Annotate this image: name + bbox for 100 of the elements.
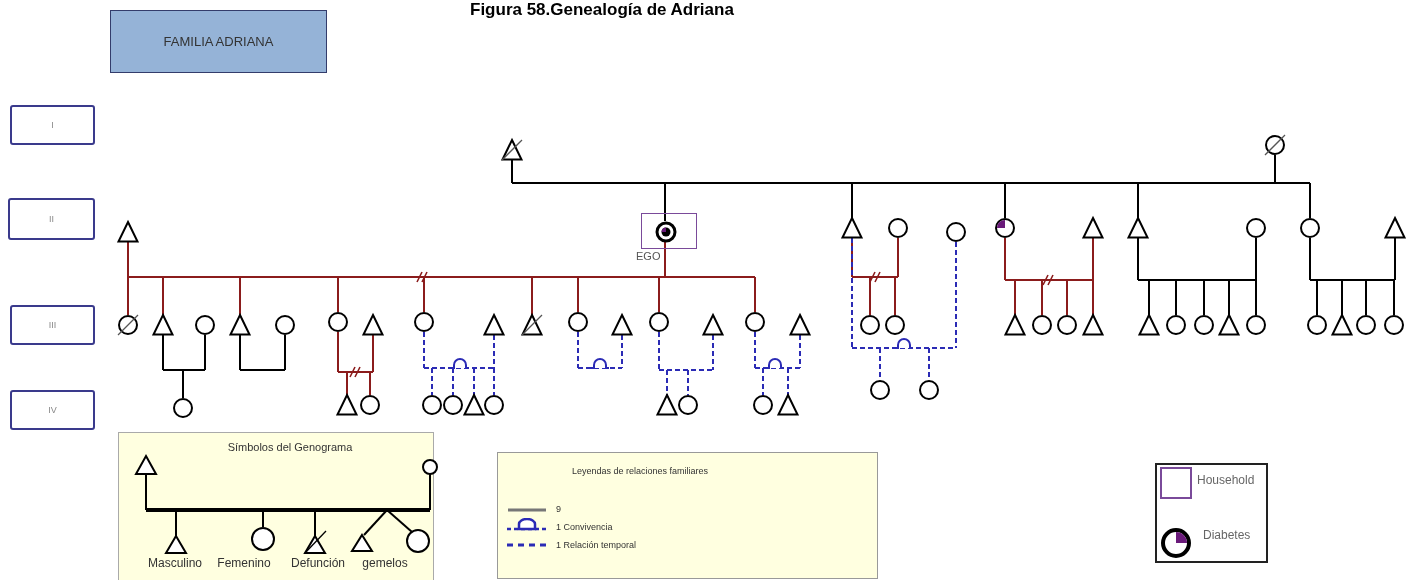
legend-text: Femenino — [217, 556, 271, 570]
descent-line — [1014, 279, 1016, 316]
legend-text: Household — [1197, 473, 1255, 487]
descent-line — [1316, 279, 1318, 316]
descent-line — [431, 367, 433, 396]
male-symbol — [1384, 217, 1406, 239]
legend-text: Diabetes — [1203, 528, 1251, 542]
descent-line — [1393, 279, 1395, 316]
female-symbol — [1355, 314, 1377, 336]
descent-line — [127, 276, 129, 316]
male-symbol — [336, 394, 358, 416]
descent-line — [1341, 279, 1343, 316]
male-symbol — [1082, 314, 1104, 336]
node-caption: EGO — [636, 250, 661, 262]
male-symbol — [362, 314, 384, 336]
descent-line — [1041, 279, 1043, 316]
legend-text: Masculino — [148, 556, 202, 570]
descent-line — [473, 367, 475, 396]
female-symbol — [859, 314, 881, 336]
female-symbol — [567, 311, 589, 333]
female-symbol — [1056, 314, 1078, 336]
descent-line — [787, 367, 789, 396]
male-symbol — [152, 314, 174, 336]
descent-line — [369, 371, 371, 396]
descent-line — [346, 371, 348, 396]
figure-title: Figura 58.Genealogía de Adriana — [470, 0, 734, 20]
female-diabetes-symbol — [655, 221, 677, 243]
female-symbol — [648, 311, 670, 333]
legend-title: Símbolos del Genograma — [227, 441, 353, 453]
descent-line — [1175, 279, 1177, 316]
legend-text: 9 — [556, 504, 561, 514]
female-symbol — [359, 394, 381, 416]
legend-text: Defunción — [291, 556, 345, 570]
female-symbol — [887, 217, 909, 239]
descent-line — [687, 369, 689, 396]
female-symbol — [413, 311, 435, 333]
deceased-female-symbol — [1264, 134, 1286, 156]
female-symbol — [1165, 314, 1187, 336]
descent-line — [1092, 279, 1094, 316]
male-symbol — [229, 314, 251, 336]
household-box — [641, 213, 697, 249]
female-symbol — [752, 394, 774, 416]
descent-line — [337, 276, 339, 313]
deceased-male-symbol — [521, 314, 543, 336]
descent-line — [1004, 182, 1006, 219]
descent-line — [1203, 279, 1205, 316]
descent-line — [452, 367, 454, 396]
descent-line — [423, 276, 425, 313]
legend-text: gemelos — [362, 556, 408, 570]
female-symbol — [884, 314, 906, 336]
male-symbol — [1331, 314, 1353, 336]
generation-box: IV — [10, 390, 95, 430]
female-symbol — [1383, 314, 1405, 336]
female-symbol — [1306, 314, 1328, 336]
female-symbol — [483, 394, 505, 416]
female-symbol — [1245, 217, 1267, 239]
female-symbol — [274, 314, 296, 336]
legend-title: Leyendas de relaciones familiares — [571, 466, 709, 476]
male-symbol — [841, 217, 863, 239]
deceased-female-symbol — [117, 314, 139, 336]
descent-line — [1365, 279, 1367, 316]
male-symbol — [483, 314, 505, 336]
female-symbol — [1245, 314, 1267, 336]
male-symbol — [1127, 217, 1149, 239]
descent-line — [1255, 279, 1257, 316]
female-symbol — [1299, 217, 1321, 239]
female-symbol — [945, 221, 967, 243]
descent-line — [1228, 279, 1230, 316]
descent-line — [894, 276, 896, 316]
male-symbol — [611, 314, 633, 336]
female-symbol — [918, 379, 940, 401]
female-symbol — [442, 394, 464, 416]
female-symbol — [1193, 314, 1215, 336]
generation-box: III — [10, 305, 95, 345]
descent-line — [1137, 182, 1139, 219]
male-symbol — [463, 394, 485, 416]
male-symbol — [702, 314, 724, 336]
descent-line — [658, 276, 660, 313]
male-symbol — [777, 394, 799, 416]
female-symbol — [869, 379, 891, 401]
legend-text: 1 Relación temporal — [556, 540, 637, 550]
male-symbol — [1138, 314, 1160, 336]
female-symbol — [194, 314, 216, 336]
female-symbol — [421, 394, 443, 416]
female-symbol — [744, 311, 766, 333]
generation-box: I — [10, 105, 95, 145]
male-symbol — [1004, 314, 1026, 336]
descent-line — [239, 276, 241, 316]
descent-line — [664, 182, 666, 222]
descent-line — [851, 182, 853, 219]
male-symbol — [1218, 314, 1240, 336]
family-name-box: FAMILIA ADRIANA — [110, 10, 327, 73]
descent-line — [182, 369, 184, 399]
male-symbol — [117, 221, 139, 243]
female-symbol — [1031, 314, 1053, 336]
descent-line — [493, 367, 495, 396]
female-symbol — [677, 394, 699, 416]
male-symbol — [1082, 217, 1104, 239]
descent-line — [577, 276, 579, 313]
generation-box: II — [8, 198, 95, 240]
